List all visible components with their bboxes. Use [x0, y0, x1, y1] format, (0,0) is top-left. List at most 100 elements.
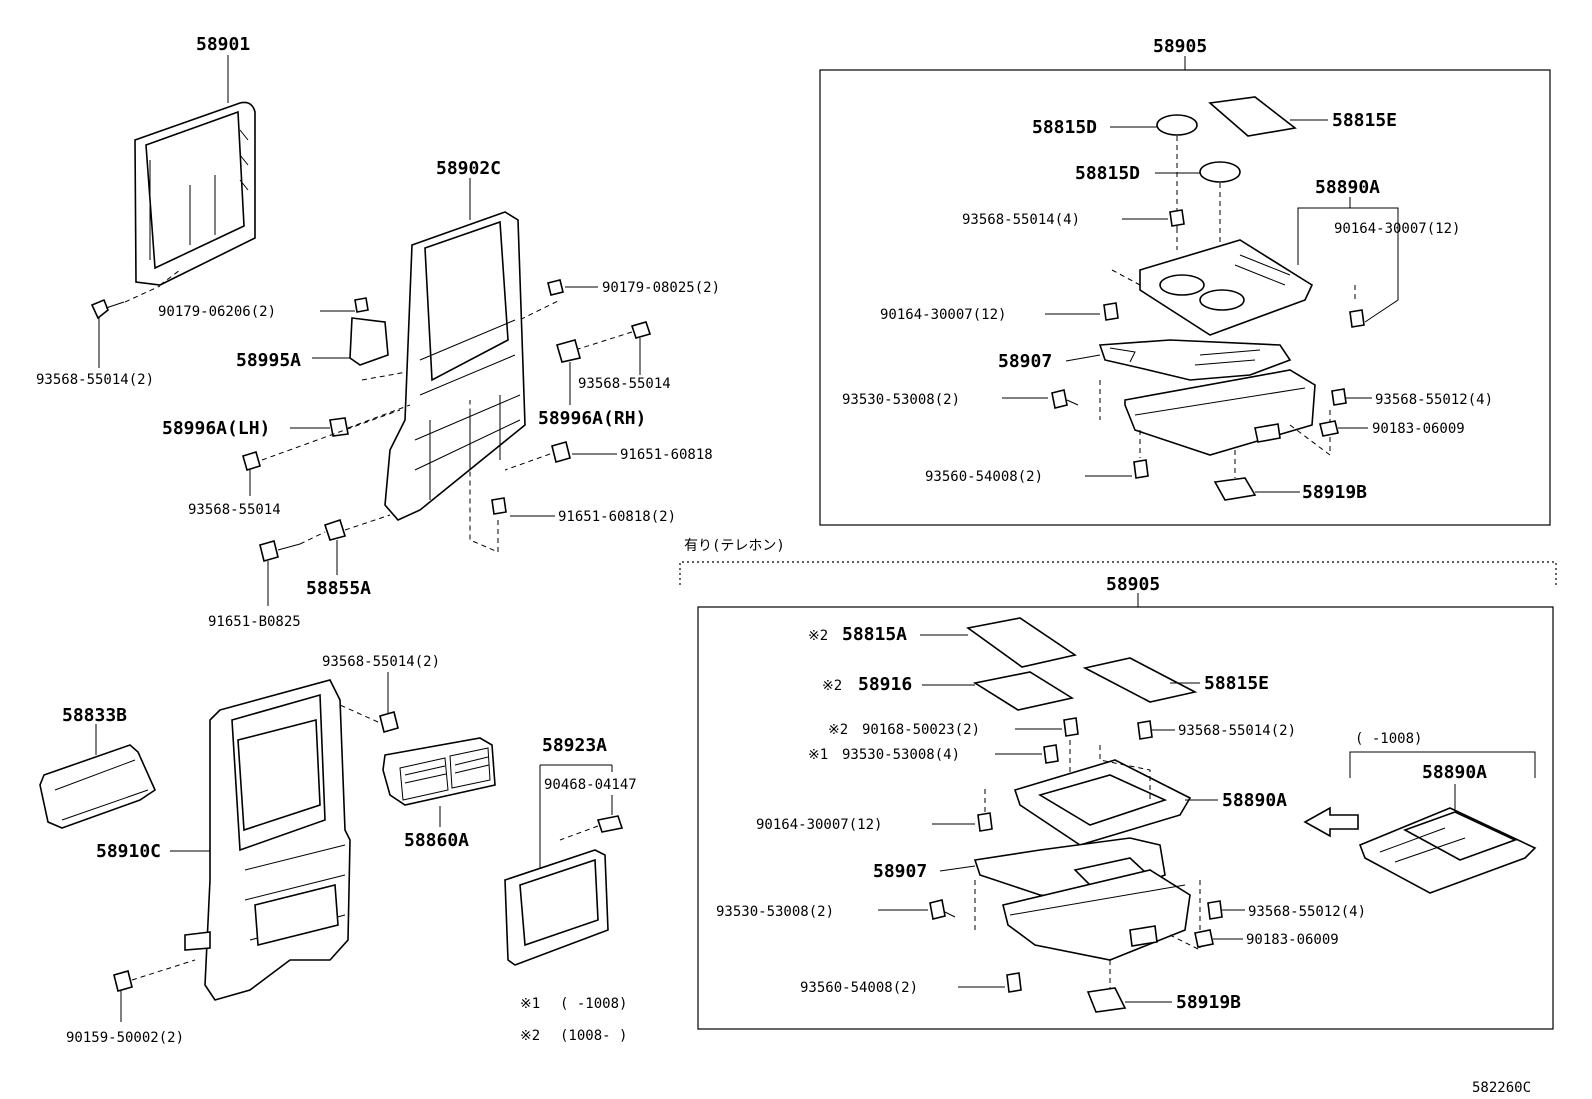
- tray-base-top-drawing: [1124, 369, 1316, 456]
- screw-icon: [929, 899, 946, 920]
- label-58919B-bottom: 58919B: [1176, 992, 1241, 1013]
- tray-58890A-top-drawing: [1139, 239, 1314, 336]
- grommet-icon: [323, 518, 347, 541]
- label-58901: 58901: [196, 34, 250, 55]
- label-58907-top: 58907: [998, 351, 1052, 372]
- bolt-icon: [491, 497, 507, 515]
- label-93568-55014-4: 93568-55014(4): [962, 212, 1080, 228]
- bracket-58995A-drawing: [349, 317, 389, 366]
- screw-icon: [1043, 744, 1059, 764]
- label-90179-08025: 90179-08025(2): [602, 280, 720, 296]
- label-90159-50002: 90159-50002(2): [66, 1030, 184, 1046]
- label-58815E-bottom: 58815E: [1204, 673, 1269, 694]
- clip-icon: [354, 297, 369, 313]
- label-91651-60818: 91651-60818: [620, 447, 713, 463]
- label-58923A: 58923A: [542, 735, 607, 756]
- telephone-group-bracket: [679, 561, 1557, 585]
- pad-58815D-b: [1199, 161, 1241, 183]
- screw-icon: [1051, 389, 1068, 409]
- screw-icon: [630, 321, 652, 339]
- label-58919B-top: 58919B: [1302, 482, 1367, 503]
- pad-58815D-a: [1156, 114, 1198, 136]
- label-90468-04147: 90468-04147: [544, 777, 637, 793]
- clip-icon: [1319, 420, 1339, 437]
- label-58996A-RH: 58996A(RH): [538, 408, 646, 429]
- mark-2-b: ※2: [822, 678, 842, 694]
- screw-icon: [1331, 388, 1347, 406]
- range-note: ( -1008): [1355, 731, 1422, 747]
- tray-58890A-alt-drawing: [1358, 807, 1537, 894]
- label-58855A: 58855A: [306, 578, 371, 599]
- mark-2-a: ※2: [808, 628, 828, 644]
- label-93560-54008-2-bottom: 93560-54008(2): [800, 980, 918, 996]
- label-58995A: 58995A: [236, 350, 301, 371]
- pad-58815A: [966, 617, 1077, 668]
- screw-icon: [1006, 972, 1022, 993]
- label-90183-06009-top: 90183-06009: [1372, 421, 1465, 437]
- bezel-58923A-drawing: [504, 849, 609, 966]
- label-58833B: 58833B: [62, 705, 127, 726]
- panel-58833B-drawing: [39, 744, 157, 829]
- label-91651-60818-2: 91651-60818(2): [558, 509, 676, 525]
- label-93568-55014-2a: 93568-55014(2): [36, 372, 154, 388]
- label-58890A-bottom: 58890A: [1222, 790, 1287, 811]
- assembly-box-bottom: [697, 606, 1554, 1030]
- part-58901-drawing: [134, 101, 256, 286]
- screw-icon: [113, 970, 133, 992]
- arrow-left-icon: [1303, 806, 1359, 838]
- clip-icon: [556, 339, 581, 363]
- label-58902C: 58902C: [436, 158, 501, 179]
- screw-icon: [1137, 720, 1153, 740]
- clip-icon: [329, 417, 349, 437]
- label-90164-30007-12a: 90164-30007(12): [880, 307, 1006, 323]
- label-93568-55014-a: 93568-55014: [578, 376, 671, 392]
- label-90164-30007-12-bottom: 90164-30007(12): [756, 817, 882, 833]
- label-93568-55014-b: 93568-55014: [188, 502, 281, 518]
- mark-1: ※1: [808, 747, 828, 763]
- tray-58890A-bottom-drawing: [1013, 759, 1192, 846]
- tray-base-bottom-drawing: [1002, 869, 1191, 961]
- label-58815A: 58815A: [842, 624, 907, 645]
- label-58890A-top: 58890A: [1315, 177, 1380, 198]
- label-58905-top: 58905: [1153, 36, 1207, 57]
- screw-icon: [1063, 717, 1079, 737]
- screw-icon: [1103, 302, 1119, 321]
- label-58815E-top: 58815E: [1332, 110, 1397, 131]
- pad-58815E-bottom: [1082, 657, 1198, 703]
- label-93560-54008-2-top: 93560-54008(2): [925, 469, 1043, 485]
- cap-58919B-top: [1213, 477, 1257, 501]
- label-58860A: 58860A: [404, 830, 469, 851]
- label-58815D-b: 58815D: [1075, 163, 1140, 184]
- screw-icon: [1207, 900, 1223, 920]
- bracket-58907-top-drawing: [1098, 339, 1292, 381]
- vent-58860A-drawing: [382, 737, 496, 806]
- label-90168-50023: 90168-50023(2): [862, 722, 980, 738]
- mark-2-c: ※2: [828, 722, 848, 738]
- footnote-text-2: (1008- ): [560, 1028, 627, 1044]
- clip-icon: [547, 279, 564, 296]
- label-90179-06206: 90179-06206(2): [158, 304, 276, 320]
- footnote-mark-2: ※2: [520, 1028, 540, 1044]
- footnotes: ※1 ( -1008) ※2 (1008- ): [520, 996, 627, 1044]
- label-58907-bottom: 58907: [873, 861, 927, 882]
- footnote-mark-1: ※1: [520, 996, 540, 1012]
- cap-58919B-bottom: [1086, 987, 1127, 1013]
- footnote-text-1: ( -1008): [560, 996, 627, 1012]
- label-58910C: 58910C: [96, 841, 161, 862]
- screw-icon: [977, 812, 993, 832]
- screw-icon: [1169, 209, 1185, 227]
- label-93530-53008-2-bottom: 93530-53008(2): [716, 904, 834, 920]
- screw-icon: [1133, 459, 1149, 479]
- label-93568-55012-4-bottom: 93568-55012(4): [1248, 904, 1366, 920]
- screw-icon: [379, 711, 399, 733]
- label-58890A-alt: 58890A: [1422, 762, 1487, 783]
- label-93530-53008-4: 93530-53008(4): [842, 747, 960, 763]
- label-58905-bottom: 58905: [1106, 574, 1160, 595]
- label-90164-30007-12b: 90164-30007(12): [1334, 221, 1460, 237]
- label-90183-06009-bottom: 90183-06009: [1246, 932, 1339, 948]
- bolt-icon: [551, 441, 571, 463]
- label-93568-55014-2b: 93568-55014(2): [322, 654, 440, 670]
- clip-icon: [1194, 929, 1214, 948]
- telephone-group-label: 有り(テレホン): [684, 538, 785, 554]
